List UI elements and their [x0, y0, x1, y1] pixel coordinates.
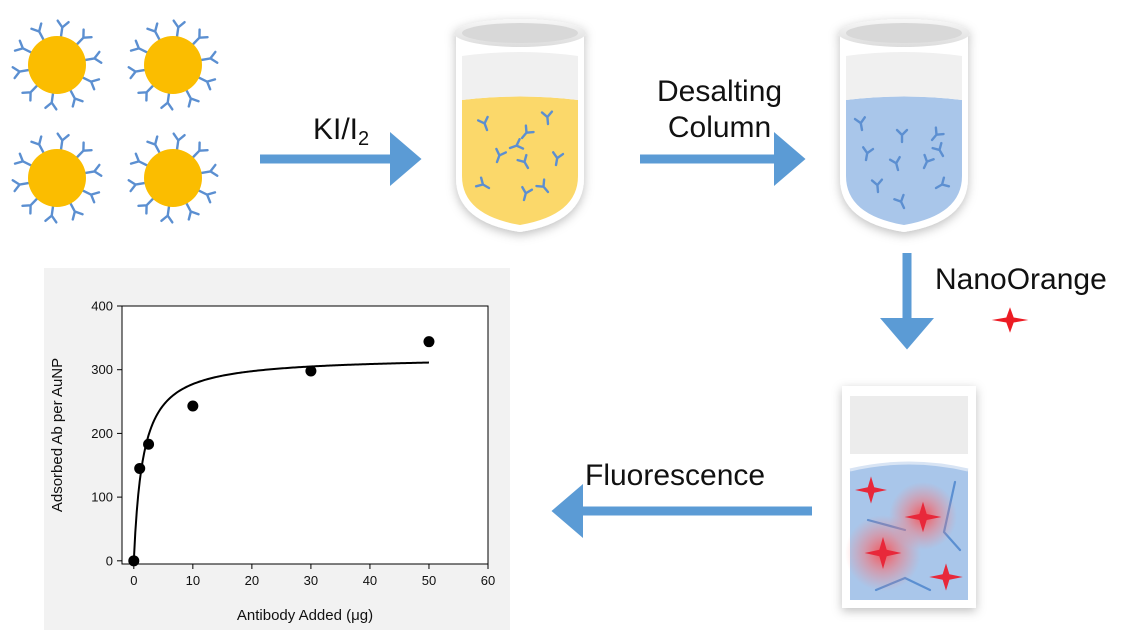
- label-desalting-line1: Desalting: [657, 75, 783, 108]
- y-tick-label: 0: [106, 553, 113, 568]
- vial-icon: [838, 19, 970, 232]
- y-tick-label: 200: [91, 426, 113, 441]
- plot-frame: [121, 305, 489, 565]
- x-tick-label: 30: [304, 573, 318, 588]
- gold-nanoparticle-icon: [127, 132, 219, 224]
- label-nanoorange: NanoOrange: [935, 263, 1107, 296]
- label-ki-i2: KI/I2: [313, 113, 370, 150]
- x-tick-label: 40: [363, 573, 377, 588]
- gold-nanoparticle-icon: [11, 19, 103, 111]
- y-tick-label: 400: [91, 299, 113, 314]
- gold-nanoparticle-icon: [127, 19, 219, 111]
- label-desalting-line2: Column: [667, 111, 772, 144]
- data-point: [128, 555, 140, 567]
- data-point: [134, 462, 146, 474]
- x-tick-label: 10: [186, 573, 200, 588]
- x-tick-label: 0: [130, 573, 137, 588]
- star-icon: [991, 307, 1029, 333]
- y-axis-label: Adsorbed Ab per AuNP: [49, 358, 66, 512]
- label-desalting-column: Desalting Column: [657, 74, 782, 146]
- y-tick-label: 100: [91, 490, 113, 505]
- x-axis-label: Antibody Added (μg): [237, 607, 373, 624]
- x-tick-label: 20: [245, 573, 259, 588]
- data-point: [143, 438, 155, 450]
- nanoparticle-group: [11, 19, 219, 224]
- y-tick-label: 300: [91, 362, 113, 377]
- data-point: [187, 400, 199, 412]
- label-fluorescence: Fluorescence: [585, 459, 766, 492]
- data-point: [305, 365, 317, 377]
- label-ki-i2-subscript: 2: [358, 128, 370, 150]
- fit-curve: [132, 361, 429, 561]
- vial-icon: [842, 386, 976, 608]
- data-point: [423, 336, 435, 348]
- gold-nanoparticle-icon: [11, 132, 103, 224]
- vial-icon: [454, 19, 586, 232]
- x-tick-label: 50: [422, 573, 436, 588]
- x-tick-label: 60: [481, 573, 495, 588]
